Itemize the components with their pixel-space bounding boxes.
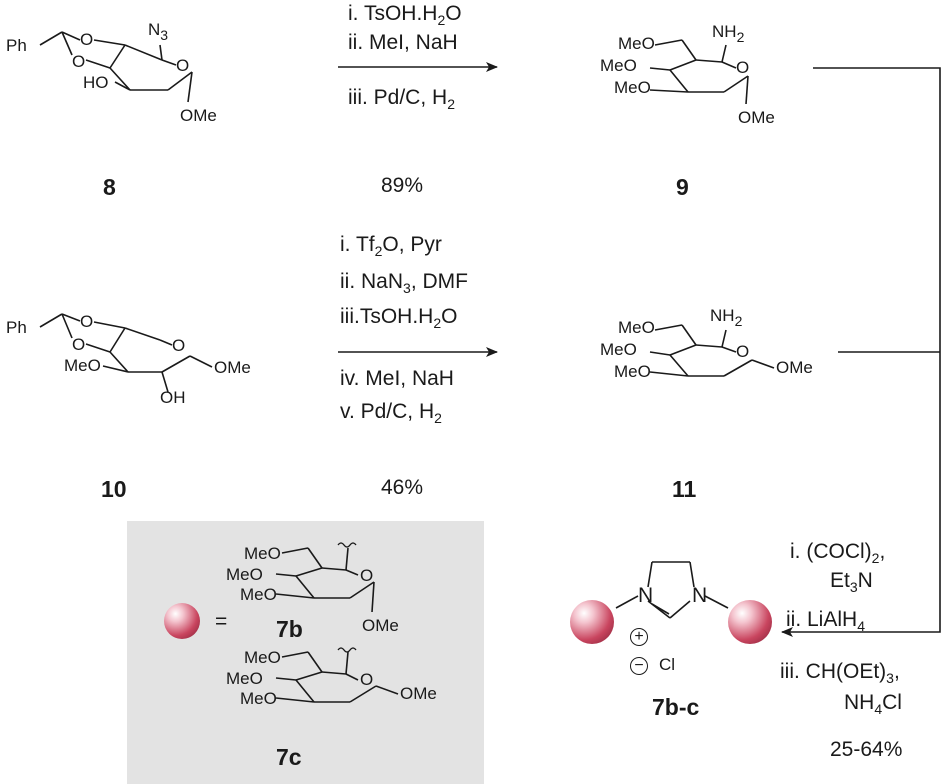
mol-8-bonds	[39, 31, 193, 103]
compound-label-8: 8	[103, 174, 116, 200]
nitrogen-label-2: N	[692, 584, 708, 607]
step1-reagent-2: ii. MeI, NaH	[348, 31, 458, 54]
methoxy-label-9c: MeO	[614, 78, 651, 97]
methoxy-label-10b: OMe	[214, 358, 251, 377]
ring-oxygen-8b: O	[72, 52, 86, 71]
methoxy-label-7c-b: MeO	[226, 669, 263, 688]
ring-oxygen-8c: O	[176, 56, 190, 75]
negative-charge: −	[630, 657, 648, 675]
nitrogen-label-1: N	[638, 584, 654, 607]
ring-oxygen-7c: O	[360, 670, 374, 689]
substituent-sphere-right	[728, 600, 772, 644]
step3-yield: 25-64%	[830, 738, 903, 761]
step2-reagent-3: iii.TsOH.H2O	[340, 305, 458, 331]
methoxy-label-7b-d: OMe	[362, 616, 399, 635]
azide-label-8: N3	[148, 20, 169, 43]
step3-reagent-1: i. (COCl)2,	[790, 540, 886, 566]
arrow-bracket	[781, 67, 941, 637]
step2-reagent-5: v. Pd/C, H2	[340, 400, 442, 426]
methoxy-label-8: OMe	[180, 106, 217, 125]
methoxy-label-11c: MeO	[614, 362, 651, 381]
equals-sign: =	[215, 610, 228, 633]
compound-label-7bc: 7b-c	[652, 694, 700, 720]
methoxy-label-7c-a: MeO	[244, 648, 281, 667]
step3-reagent-3b: NH4Cl	[844, 691, 902, 717]
ring-oxygen-10b: O	[72, 335, 86, 354]
methoxy-label-11b: MeO	[600, 340, 637, 359]
step1-reagent-1: i. TsOH.H2O	[348, 2, 462, 28]
step3-reagent-3: iii. CH(OEt)3,	[780, 660, 900, 686]
methoxy-label-11a: MeO	[618, 318, 655, 337]
mol-10-bonds	[39, 313, 213, 393]
chloride-label: Cl	[659, 655, 676, 674]
step2-yield: 46%	[381, 476, 424, 499]
methoxy-label-9a: MeO	[618, 34, 655, 53]
ring-oxygen-9: O	[736, 58, 750, 77]
methoxy-label-7b-a: MeO	[244, 544, 281, 563]
step2-reagent-4: iv. MeI, NaH	[340, 367, 454, 390]
step3-reagent-2: ii. LiAlH4	[786, 608, 865, 634]
methoxy-label-7b-c: MeO	[240, 585, 277, 604]
mol-7b-bonds	[275, 542, 375, 613]
methoxy-label-9d: OMe	[738, 108, 775, 127]
substituent-sphere-legend	[164, 603, 200, 639]
ring-oxygen-7b: O	[360, 566, 374, 585]
methoxy-label-10: MeO	[64, 356, 101, 375]
compound-label-11: 11	[672, 476, 697, 502]
ring-oxygen-8a: O	[80, 30, 94, 49]
positive-charge: +	[630, 628, 648, 646]
ring-oxygen-10c: O	[172, 336, 186, 355]
mol-7c-bonds	[275, 647, 399, 703]
compound-label-7b: 7b	[276, 616, 303, 642]
compound-label-7c: 7c	[276, 744, 302, 770]
phenyl-label-10: Ph	[6, 318, 27, 337]
mol-9-bonds	[649, 39, 749, 105]
ring-oxygen-11: O	[736, 342, 750, 361]
hydroxyl-label-8: HO	[83, 73, 109, 92]
hydroxyl-label-10: OH	[160, 388, 186, 407]
substituent-sphere-left	[570, 600, 614, 644]
methoxy-label-9b: MeO	[600, 56, 637, 75]
compound-label-10: 10	[101, 476, 127, 502]
ring-oxygen-10a: O	[80, 312, 94, 331]
methoxy-label-7c-c: MeO	[240, 689, 277, 708]
step2-reagent-1: i. Tf2O, Pyr	[340, 233, 442, 259]
step3-reagent-1b: Et3N	[830, 569, 873, 595]
step1-reagent-3: iii. Pd/C, H2	[348, 86, 455, 112]
methoxy-label-7c-d: OMe	[400, 684, 437, 703]
amine-label-9: NH2	[712, 22, 745, 45]
amine-label-11: NH2	[710, 306, 743, 329]
step1-yield: 89%	[381, 174, 424, 197]
methoxy-label-7b-b: MeO	[226, 565, 263, 584]
compound-label-9: 9	[676, 174, 689, 200]
mol-11-bonds	[649, 324, 775, 377]
mol-7bc-bonds	[615, 561, 729, 619]
methoxy-label-11d: OMe	[776, 358, 813, 377]
phenyl-label-8: Ph	[6, 36, 27, 55]
step2-reagent-2: ii. NaN3, DMF	[340, 270, 468, 296]
